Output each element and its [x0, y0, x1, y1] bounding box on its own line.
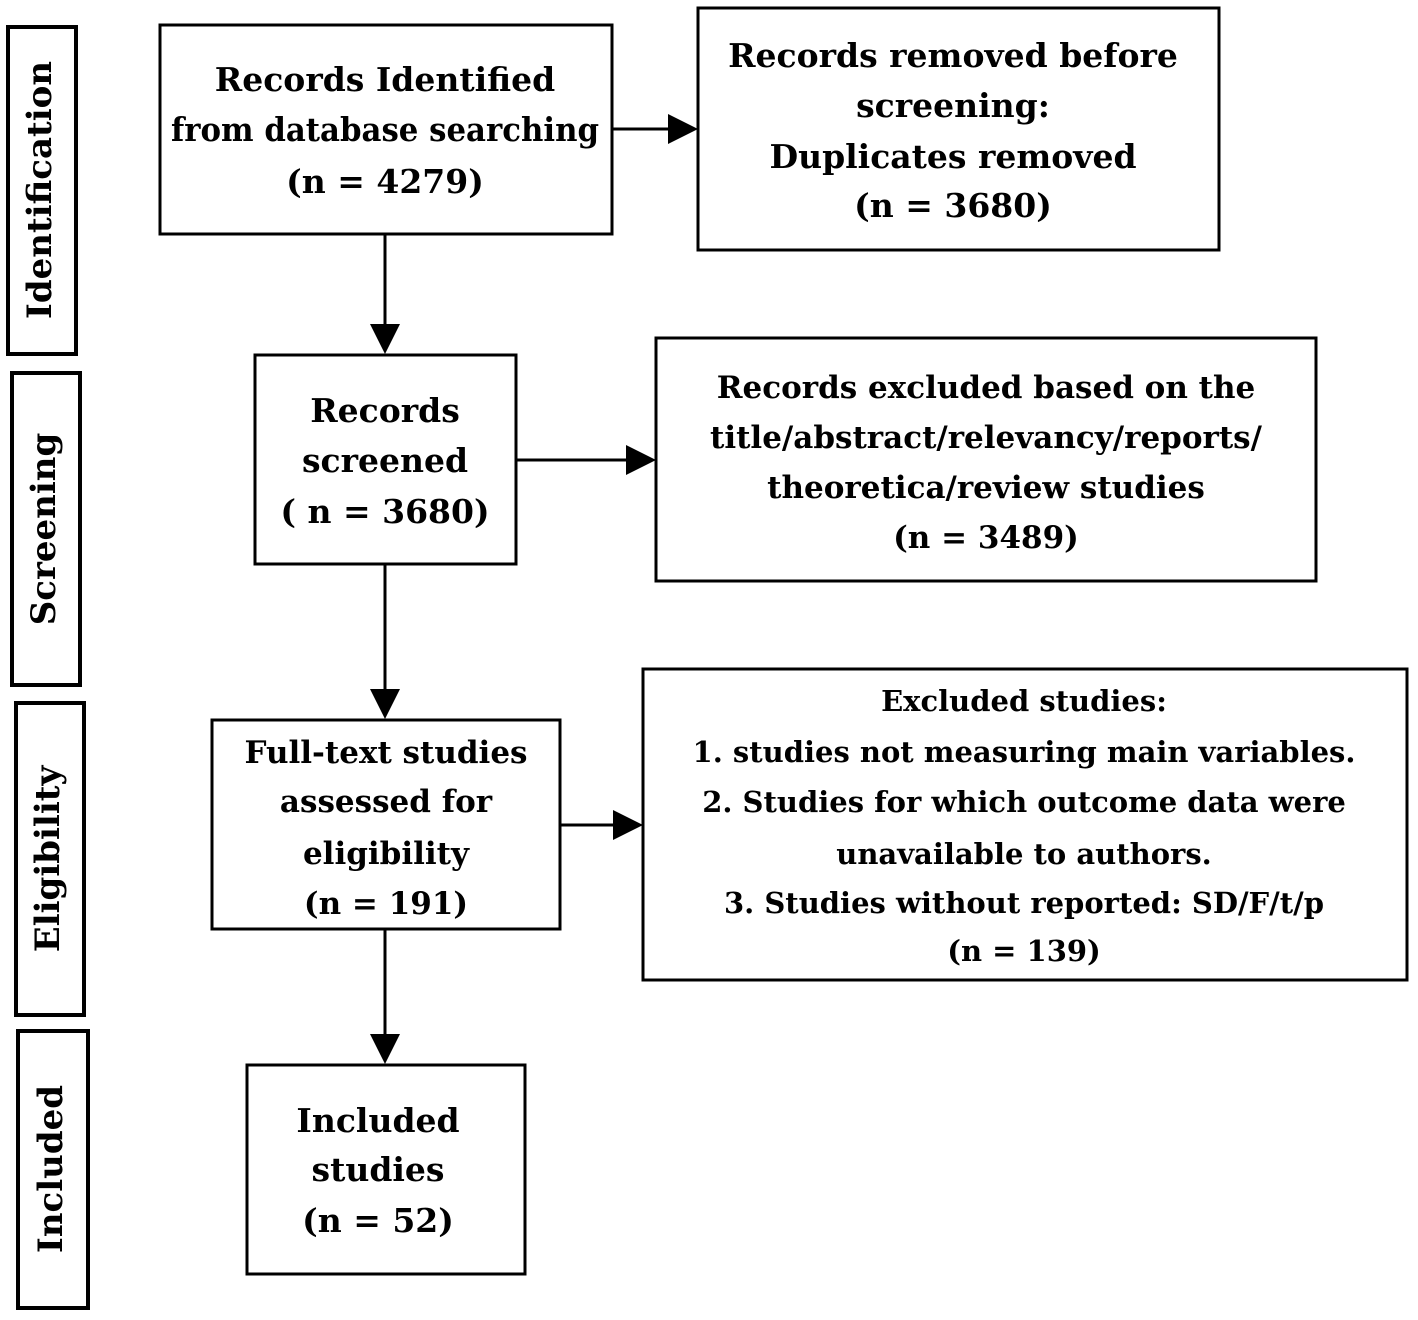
box-included-studies-count: (n = 52): [302, 1201, 454, 1240]
box-fulltext-assessed-line-3: eligibility: [303, 836, 470, 872]
arrow-screened-to-excluded-head: [626, 445, 656, 475]
box-records-removed-count: (n = 3680): [854, 186, 1052, 225]
box-records-excluded-count: (n = 3489): [893, 520, 1079, 556]
box-records-removed: Records removed before screening: Duplic…: [696, 6, 1221, 252]
box-records-excluded: Records excluded based on the title/abst…: [654, 336, 1318, 583]
phase-screening-label: Screening: [24, 433, 64, 626]
phase-eligibility: Eligibility: [14, 701, 86, 1017]
box-records-excluded-line-2: title/abstract/relevancy/reports/: [710, 420, 1263, 456]
box-fulltext-assessed-line-1: Full-text studies: [245, 735, 528, 771]
phase-included: Included: [16, 1029, 90, 1310]
arrow-fulltext-to-excluded-studies-head: [613, 810, 643, 840]
box-records-removed-line-2: screening:: [856, 86, 1050, 125]
phase-identification: Identification: [6, 25, 78, 356]
phase-included-frame: [16, 1029, 90, 1310]
box-records-screened-count: ( n = 3680): [280, 492, 489, 531]
box-excluded-studies-count: (n = 139): [947, 934, 1101, 968]
box-included-studies-frame: [245, 1063, 527, 1276]
phase-screening: Screening: [10, 371, 82, 687]
box-excluded-studies-reason-2: 2. Studies for which outcome data were: [702, 785, 1346, 819]
box-records-excluded-frame: [654, 336, 1318, 583]
box-records-identified-frame: [158, 23, 614, 236]
box-fulltext-assessed-count: (n = 191): [304, 886, 468, 922]
box-records-identified: Records Identified from database searchi…: [158, 23, 614, 236]
box-records-identified-line-2: from database searching: [171, 110, 599, 149]
box-records-screened-frame: [253, 353, 518, 566]
box-records-screened: Records screened ( n = 3680): [253, 353, 518, 566]
box-records-screened-line-2: screened: [302, 441, 468, 480]
box-excluded-studies-frame: [641, 667, 1409, 982]
box-included-studies-line-1: Included: [296, 1101, 459, 1140]
arrow-fulltext-to-included-head: [370, 1034, 400, 1064]
arrow-screened-to-fulltext-head: [370, 689, 400, 719]
arrow-identified-to-removed-head: [668, 114, 698, 144]
box-records-excluded-line-1: Records excluded based on the: [717, 370, 1256, 406]
box-fulltext-assessed-line-2: assessed for: [280, 784, 493, 820]
phase-eligibility-label: Eligibility: [28, 765, 68, 953]
box-records-removed-line-1: Records removed before: [728, 36, 1178, 75]
box-excluded-studies-reason-2-cont: unavailable to authors.: [836, 837, 1212, 871]
box-records-excluded-line-3: theoretica/review studies: [767, 470, 1205, 506]
box-included-studies-line-2: studies: [312, 1150, 445, 1189]
box-records-removed-frame: [696, 6, 1221, 252]
box-records-identified-line-1: Records Identified: [215, 60, 555, 99]
box-excluded-studies-reason-1: 1. studies not measuring main variables.: [693, 735, 1356, 769]
box-fulltext-assessed-frame: [210, 718, 562, 931]
box-excluded-studies-heading: Excluded studies:: [881, 684, 1167, 718]
box-fulltext-assessed: Full-text studies assessed for eligibili…: [210, 718, 562, 931]
arrow-identified-to-screened-head: [370, 324, 400, 354]
box-excluded-studies: Excluded studies: 1. studies not measuri…: [641, 667, 1409, 982]
arrows: [370, 114, 698, 1064]
box-records-removed-line-3: Duplicates removed: [769, 137, 1136, 176]
phase-identification-frame: [6, 25, 78, 356]
box-excluded-studies-reason-3: 3. Studies without reported: SD/F/t/p: [724, 886, 1324, 920]
phase-eligibility-frame: [14, 701, 86, 1017]
box-records-identified-count: (n = 4279): [286, 162, 484, 201]
phase-screening-frame: [10, 371, 82, 687]
box-included-studies: Included studies (n = 52): [245, 1063, 527, 1276]
phase-identification-label: Identification: [20, 61, 60, 319]
phase-included-label: Included: [31, 1085, 71, 1253]
box-records-screened-line-1: Records: [310, 391, 460, 430]
